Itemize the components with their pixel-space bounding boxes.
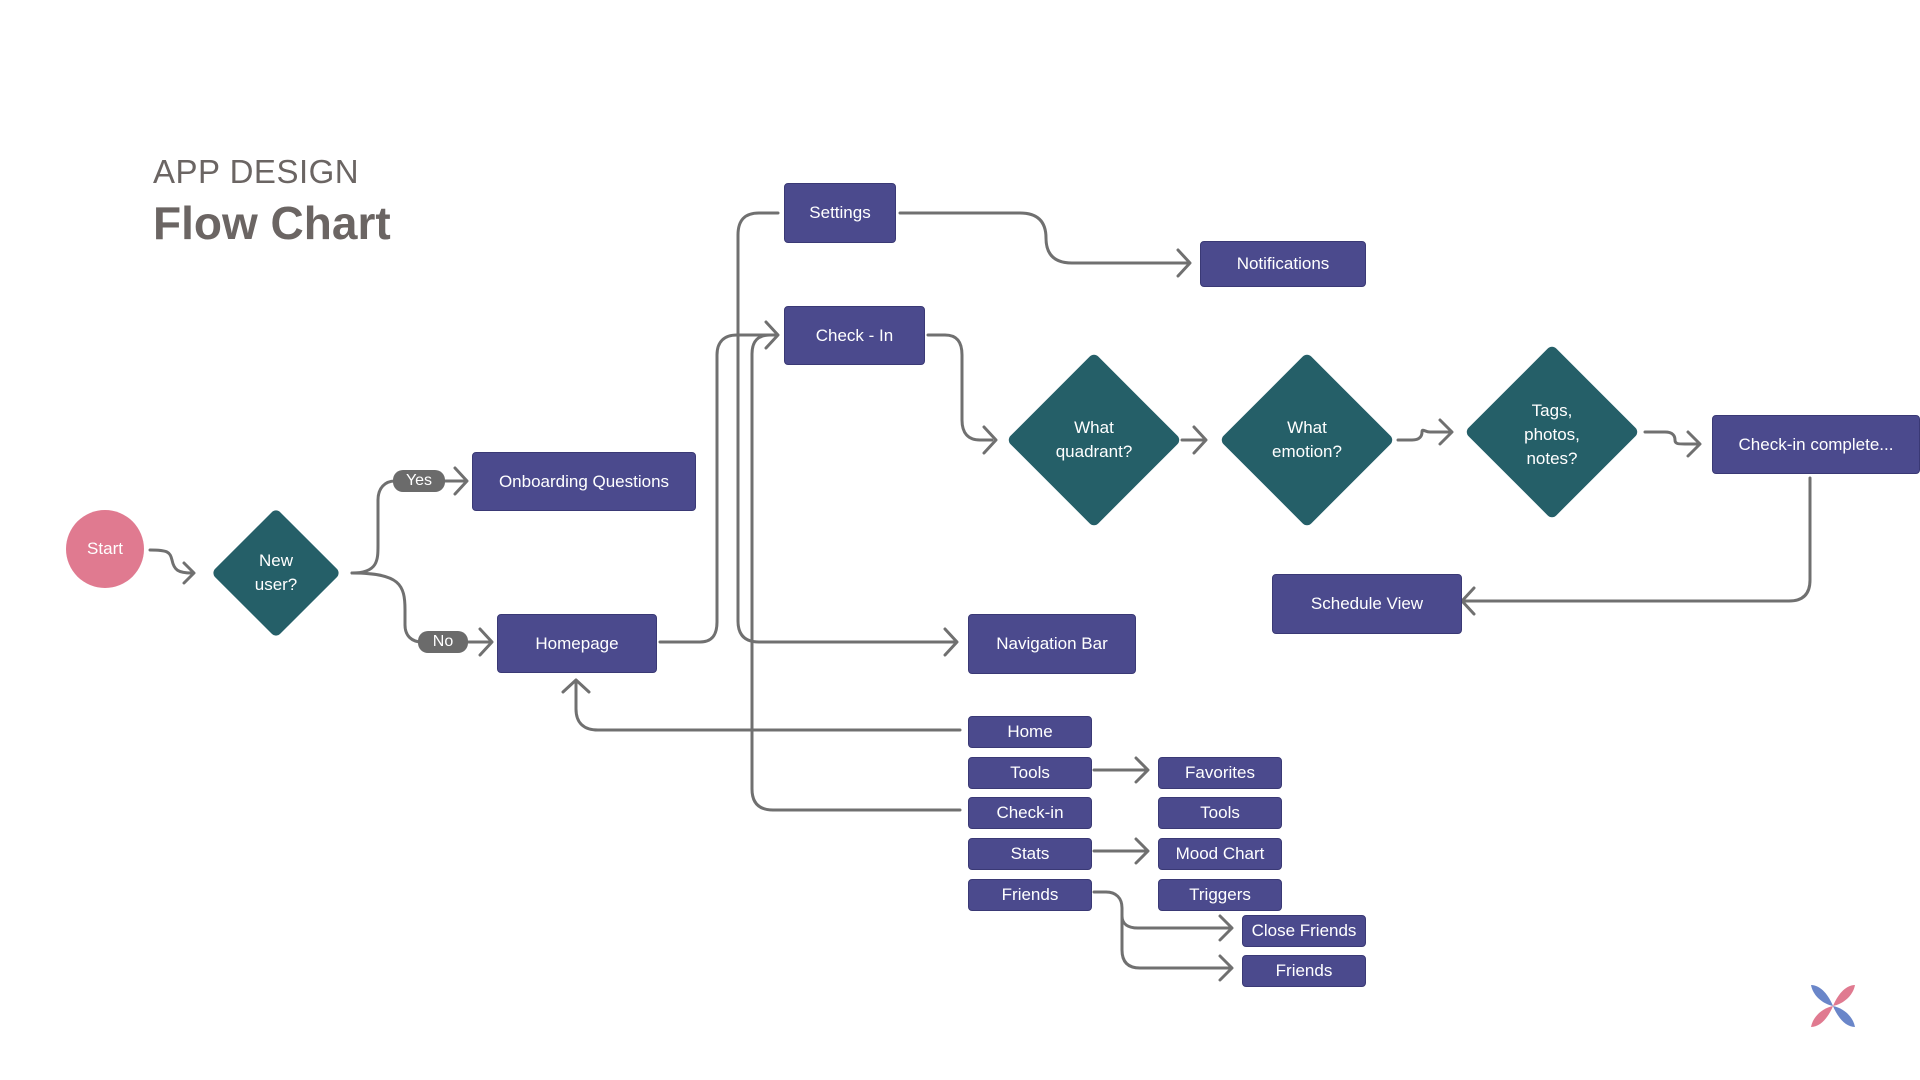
arrowhead [1192,425,1208,455]
sub-item-friends[interactable]: Friends [1242,955,1366,987]
schedule-view-node[interactable]: Schedule View [1272,574,1462,634]
sub-item-mood-chart[interactable]: Mood Chart [1158,838,1282,870]
connector-no [350,571,492,644]
homepage-node[interactable]: Homepage [497,614,657,673]
connector-complete-to-schedule [1460,476,1812,603]
arrowhead [182,561,196,585]
arrowhead [1460,586,1476,616]
arrowhead [764,320,780,350]
settings-node[interactable]: Settings [784,183,896,243]
connector-friends-to-close [1092,890,1232,930]
connector-checkinitem-to-checkin [750,333,962,812]
connector-emotion-to-tags [1396,428,1452,442]
sub-item-close-friends[interactable]: Close Friends [1242,915,1366,947]
connector-homepage-to-checkin [658,333,778,644]
nav-item-tools[interactable]: Tools [968,757,1092,789]
arrowhead [1686,430,1702,458]
nav-item-check-in[interactable]: Check-in [968,797,1092,829]
page-title: Flow Chart [153,197,391,249]
sub-item-triggers[interactable]: Triggers [1158,879,1282,911]
connector-checkin-to-quadrant [926,333,994,442]
arrowhead [1134,756,1150,784]
arrowhead [982,425,998,455]
connector-home-to-homepage [574,680,962,732]
connector-friends-to-friends [1120,914,1232,970]
x-logo-icon [1811,985,1855,1027]
connector-start-to-decision [148,548,194,575]
arrowhead [561,678,591,694]
arrowhead [453,466,469,496]
arrowhead [1438,418,1454,446]
arrowhead [1218,914,1234,942]
notifications-node[interactable]: Notifications [1200,241,1366,287]
connector-settings-to-navbar [736,211,957,644]
decision-diamond-new-user [213,510,339,636]
decision-label-new-user: New user? [254,551,298,594]
no-label: No [418,631,468,653]
arrowhead [478,627,494,657]
decision-label-quadrant: What quadrant? [1055,418,1133,461]
navigation-bar-node[interactable]: Navigation Bar [968,614,1136,674]
onboarding-questions-node[interactable]: Onboarding Questions [472,452,696,511]
arrowhead [943,627,959,657]
nav-item-home[interactable]: Home [968,716,1092,748]
yes-label: Yes [393,470,445,492]
connector-settings-to-notifications [898,211,1190,265]
arrowhead [1218,954,1234,982]
decision-diamond-emotion [1221,354,1393,526]
check-in-complete-node[interactable]: Check-in complete... [1712,415,1920,474]
sub-item-favorites[interactable]: Favorites [1158,757,1282,789]
connector-yes [350,479,467,575]
decision-label-emotion: What emotion? [1272,418,1342,461]
nav-item-friends[interactable]: Friends [968,879,1092,911]
arrowhead [1176,248,1192,278]
nav-item-stats[interactable]: Stats [968,838,1092,870]
decision-diamond-tags [1466,346,1638,518]
decision-label-tags: Tags, photos, notes? [1524,401,1580,468]
decision-diamond-quadrant [1008,354,1180,526]
sub-item-tools[interactable]: Tools [1158,797,1282,829]
check-in-node[interactable]: Check - In [784,306,925,365]
page-subtitle: APP DESIGN [153,153,360,190]
start-node[interactable]: Start [66,510,144,588]
connector-tags-to-complete [1643,430,1700,446]
arrowhead [1134,837,1150,865]
